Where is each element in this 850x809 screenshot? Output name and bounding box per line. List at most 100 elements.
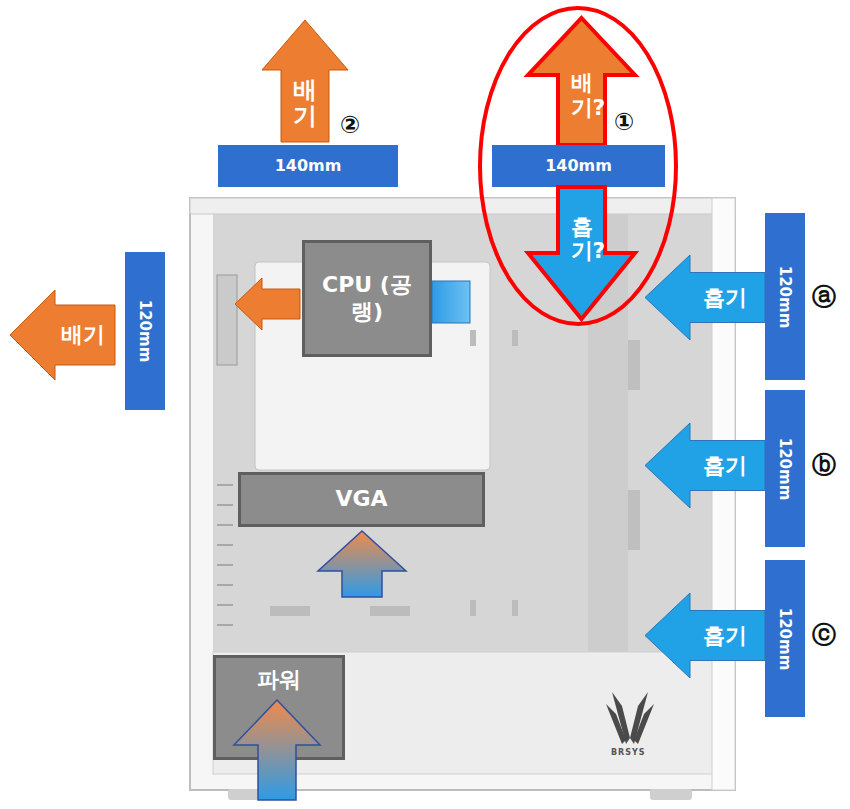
callout-number: ⓑ	[812, 451, 836, 480]
pci-slot	[217, 624, 233, 626]
exhaust-arrow-outline	[528, 18, 635, 145]
text-area: 배기	[281, 64, 329, 142]
node-text: 120mm	[776, 265, 794, 328]
case-foot	[650, 789, 692, 800]
rear-fan	[217, 275, 237, 365]
exhaust-arrow: 배기	[262, 20, 348, 142]
text-area: 흡기?	[558, 189, 605, 289]
psu-box: 파워	[213, 655, 345, 760]
vga-box: VGA	[238, 472, 485, 527]
intake-arrow-outline	[528, 187, 635, 319]
exhaust-arrow-outline	[262, 20, 348, 142]
text-area: 140mm	[222, 147, 394, 185]
fan-size-band: 120mm	[765, 390, 805, 547]
intake-arrow: 흡기?	[528, 187, 635, 319]
node-text: 배기	[293, 77, 317, 130]
callout-number: ⓒ	[812, 621, 836, 650]
tray-slot	[370, 606, 410, 616]
node-text: VGA	[335, 486, 387, 512]
text-area: 배기	[52, 305, 114, 365]
cpu-box: CPU (공랭)	[302, 240, 432, 357]
pci-slot	[217, 544, 233, 546]
cpu-box-outline	[304, 242, 431, 356]
node-text: 120mm	[776, 607, 794, 670]
text-area: 120mm	[127, 256, 163, 406]
brand-watermark: BRSYS	[611, 748, 646, 758]
text-area: 120mm	[767, 564, 803, 713]
text-area: VGA	[246, 476, 477, 523]
text-area: 배기?	[558, 48, 605, 143]
psu-airflow-arrow	[234, 700, 320, 800]
node-text: 배기	[61, 322, 105, 348]
pci-slot	[217, 564, 233, 566]
text-area: 흡기	[687, 441, 763, 491]
fan-size-band-outline	[765, 560, 805, 717]
node-text: 흡기	[703, 285, 747, 311]
text-area: 흡기	[687, 611, 763, 661]
fan-size-band-outline	[765, 213, 805, 380]
node-text: 파워	[257, 667, 301, 693]
intake-arrow: 흡기	[645, 255, 765, 340]
callout-number: ⓐ	[812, 283, 836, 312]
node-text: 배기?	[571, 71, 593, 119]
vga-box-outline	[240, 474, 484, 526]
intake-arrow: 흡기	[645, 593, 765, 678]
node-text: 120mm	[136, 300, 154, 363]
fan-size-band-outline	[765, 390, 805, 547]
pci-slot	[217, 484, 233, 486]
tray-slot	[270, 606, 310, 616]
node-text: 흡기	[703, 453, 747, 479]
text-area: 파워	[221, 663, 337, 697]
fan-size-band: 120mm	[125, 252, 165, 410]
text-area: 120mm	[767, 217, 803, 376]
fan-size-band-outline	[125, 252, 165, 410]
tray-slot	[470, 600, 476, 616]
highlight-ellipse	[480, 8, 676, 324]
tray-slot	[512, 600, 518, 616]
fan-size-band: 140mm	[218, 145, 398, 187]
intake-arrow-outline	[645, 423, 765, 508]
node-text: 140mm	[275, 156, 342, 175]
pc-case	[190, 198, 735, 800]
node-text: 흡기	[703, 623, 747, 649]
cpu-intake-block	[432, 281, 470, 323]
fan-size-band: 120mm	[765, 560, 805, 717]
logo-wing	[606, 704, 626, 744]
node-text: 흡기?	[571, 215, 593, 263]
pci-slot	[217, 524, 233, 526]
text-area: 140mm	[496, 147, 661, 185]
intake-arrow: 흡기	[645, 423, 765, 508]
intake-arrow-outline	[645, 255, 765, 340]
callout-number: ②	[340, 111, 360, 140]
fan-size-band-outline	[492, 145, 665, 187]
case-interior	[213, 214, 717, 654]
logo-wing	[634, 704, 654, 744]
text-area: 흡기	[687, 273, 763, 323]
case-top-edge	[190, 198, 735, 214]
pci-slots	[217, 485, 233, 625]
intake-arrow-outline	[645, 593, 765, 678]
callout-number: ①	[614, 108, 634, 137]
exhaust-arrow: 배기	[10, 290, 115, 380]
fan-size-band-outline	[218, 145, 398, 187]
node-text: 140mm	[545, 156, 612, 175]
cpu-exhaust-arrow	[235, 278, 300, 330]
text-area: CPU (공랭)	[310, 248, 424, 349]
tray-slot	[628, 490, 640, 550]
node-text: CPU (공랭)	[322, 272, 412, 325]
exhaust-arrow-outline	[10, 290, 115, 380]
pci-slot	[217, 604, 233, 606]
fan-size-band: 120mm	[765, 213, 805, 380]
tray-slot	[470, 330, 476, 346]
text-area: 120mm	[767, 394, 803, 543]
node-text: 120mm	[776, 437, 794, 500]
case-frame	[190, 198, 735, 790]
tray-slot	[628, 340, 640, 390]
brand-logo	[606, 692, 654, 744]
tray-slot	[512, 330, 518, 346]
pci-slot	[217, 504, 233, 506]
vga-airflow-arrow	[318, 531, 406, 597]
fan-size-band: 140mm	[492, 145, 665, 187]
pci-slot	[217, 584, 233, 586]
